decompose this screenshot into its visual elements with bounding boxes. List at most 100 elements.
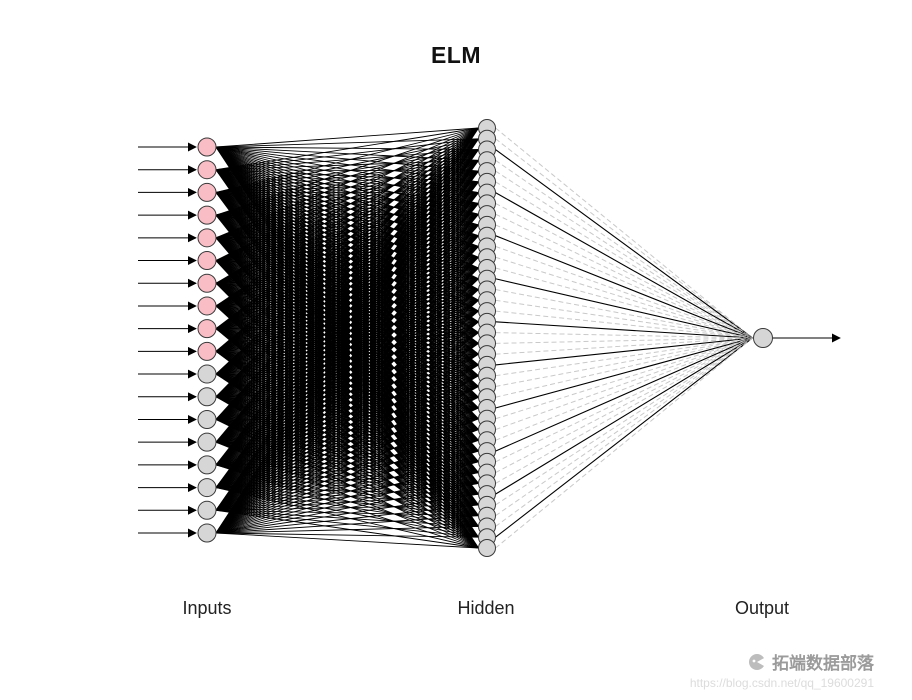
- input-hidden-link: [215, 289, 479, 420]
- hidden-output-link: [495, 337, 753, 377]
- watermark-row: 拓端数据部落: [690, 649, 874, 674]
- input-hidden-link: [215, 138, 479, 488]
- hidden-output-link: [495, 337, 753, 474]
- input-hidden-link: [215, 127, 479, 284]
- hidden-output-link: [495, 310, 753, 339]
- input-hidden-link: [215, 353, 479, 534]
- input-hidden-link: [215, 149, 479, 307]
- input-hidden-link: [215, 321, 479, 466]
- hidden-output-link: [495, 337, 753, 431]
- input-hidden-link: [215, 289, 479, 534]
- hidden-output-link: [495, 337, 753, 409]
- input-node: [197, 182, 217, 202]
- layer-label-output: Output: [734, 598, 790, 618]
- hidden-output-link: [495, 337, 753, 344]
- hidden-output-link: [495, 267, 753, 339]
- layer-label-inputs: Inputs: [182, 598, 232, 618]
- hidden-output-link: [495, 235, 753, 339]
- input-hidden-link: [215, 429, 479, 511]
- input-hidden-link: [215, 343, 479, 534]
- input-node: [197, 251, 217, 271]
- input-hidden-link: [215, 342, 479, 420]
- input-hidden-link: [215, 450, 479, 534]
- input-hidden-link: [215, 342, 479, 443]
- input-hidden-link: [215, 278, 479, 398]
- input-hidden-link: [215, 353, 479, 511]
- input-hidden-link: [215, 461, 479, 534]
- hidden-output-link: [495, 337, 753, 441]
- hidden-output-link: [495, 202, 753, 339]
- input-hidden-link: [215, 149, 479, 239]
- input-hidden-link: [215, 138, 479, 398]
- input-hidden-link: [215, 138, 479, 193]
- input-hidden-link: [215, 149, 479, 193]
- input-hidden-link: [215, 127, 479, 193]
- input-hidden-link: [215, 138, 479, 216]
- input-hidden-link: [215, 256, 479, 534]
- input-hidden-link: [215, 342, 479, 398]
- input-hidden-link: [215, 267, 479, 398]
- input-hidden-link: [215, 138, 479, 443]
- hidden-output-link: [495, 170, 753, 339]
- input-hidden-link: [215, 127, 479, 216]
- input-hidden-link: [215, 332, 479, 420]
- input-hidden-link: [215, 256, 479, 398]
- input-hidden-link: [215, 138, 479, 330]
- input-hidden-link: [215, 278, 479, 420]
- input-hidden-link: [215, 321, 479, 488]
- hidden-output-link: [495, 337, 753, 420]
- input-node: [197, 455, 217, 475]
- hidden-output-link: [495, 278, 753, 339]
- input-node: [197, 364, 217, 384]
- input-hidden-link: [215, 138, 479, 307]
- input-hidden-link: [215, 375, 479, 534]
- input-hidden-link: [215, 321, 479, 443]
- input-hidden-link: [215, 246, 479, 398]
- hidden-output-link: [495, 337, 753, 538]
- input-hidden-link: [215, 149, 479, 171]
- input-hidden-link: [215, 278, 479, 443]
- hidden-output-link: [495, 337, 753, 366]
- input-hidden-link: [215, 509, 479, 549]
- input-hidden-link: [215, 289, 479, 443]
- input-hidden-link: [215, 213, 479, 534]
- input-hidden-link: [215, 127, 479, 488]
- hidden-output-link: [495, 224, 753, 339]
- input-hidden-link: [215, 472, 479, 534]
- input-hidden-link: [215, 310, 479, 420]
- input-node: [197, 500, 217, 520]
- input-hidden-link: [215, 127, 479, 148]
- hidden-output-link: [495, 149, 753, 339]
- input-hidden-link: [215, 203, 479, 534]
- input-node: [197, 160, 217, 180]
- input-hidden-link: [215, 332, 479, 466]
- hidden-output-link: [495, 192, 753, 339]
- hidden-output-link: [495, 127, 753, 339]
- input-hidden-link: [215, 418, 479, 511]
- input-node: [197, 228, 217, 248]
- input-hidden-link: [215, 515, 479, 534]
- input-hidden-link: [215, 149, 479, 534]
- input-hidden-link: [215, 278, 479, 534]
- input-hidden-link: [215, 149, 479, 261]
- input-hidden-link: [215, 342, 479, 466]
- input-hidden-link: [215, 138, 479, 352]
- input-node: [197, 432, 217, 452]
- input-hidden-link: [215, 267, 479, 420]
- input-hidden-link: [215, 418, 479, 534]
- diagram-title: ELM: [430, 42, 482, 68]
- hidden-output-link: [495, 337, 753, 355]
- input-hidden-link: [215, 138, 479, 420]
- input-hidden-link: [215, 224, 479, 398]
- hidden-output-link: [495, 337, 753, 506]
- input-hidden-link: [215, 342, 479, 488]
- input-hidden-link: [215, 160, 479, 534]
- input-hidden-link: [215, 504, 479, 534]
- input-hidden-link: [215, 149, 479, 216]
- input-hidden-link: [215, 149, 479, 284]
- hidden-output-link: [495, 337, 753, 527]
- hidden-output-link: [495, 245, 753, 339]
- input-hidden-link: [215, 332, 479, 488]
- hidden-output-link: [495, 138, 753, 339]
